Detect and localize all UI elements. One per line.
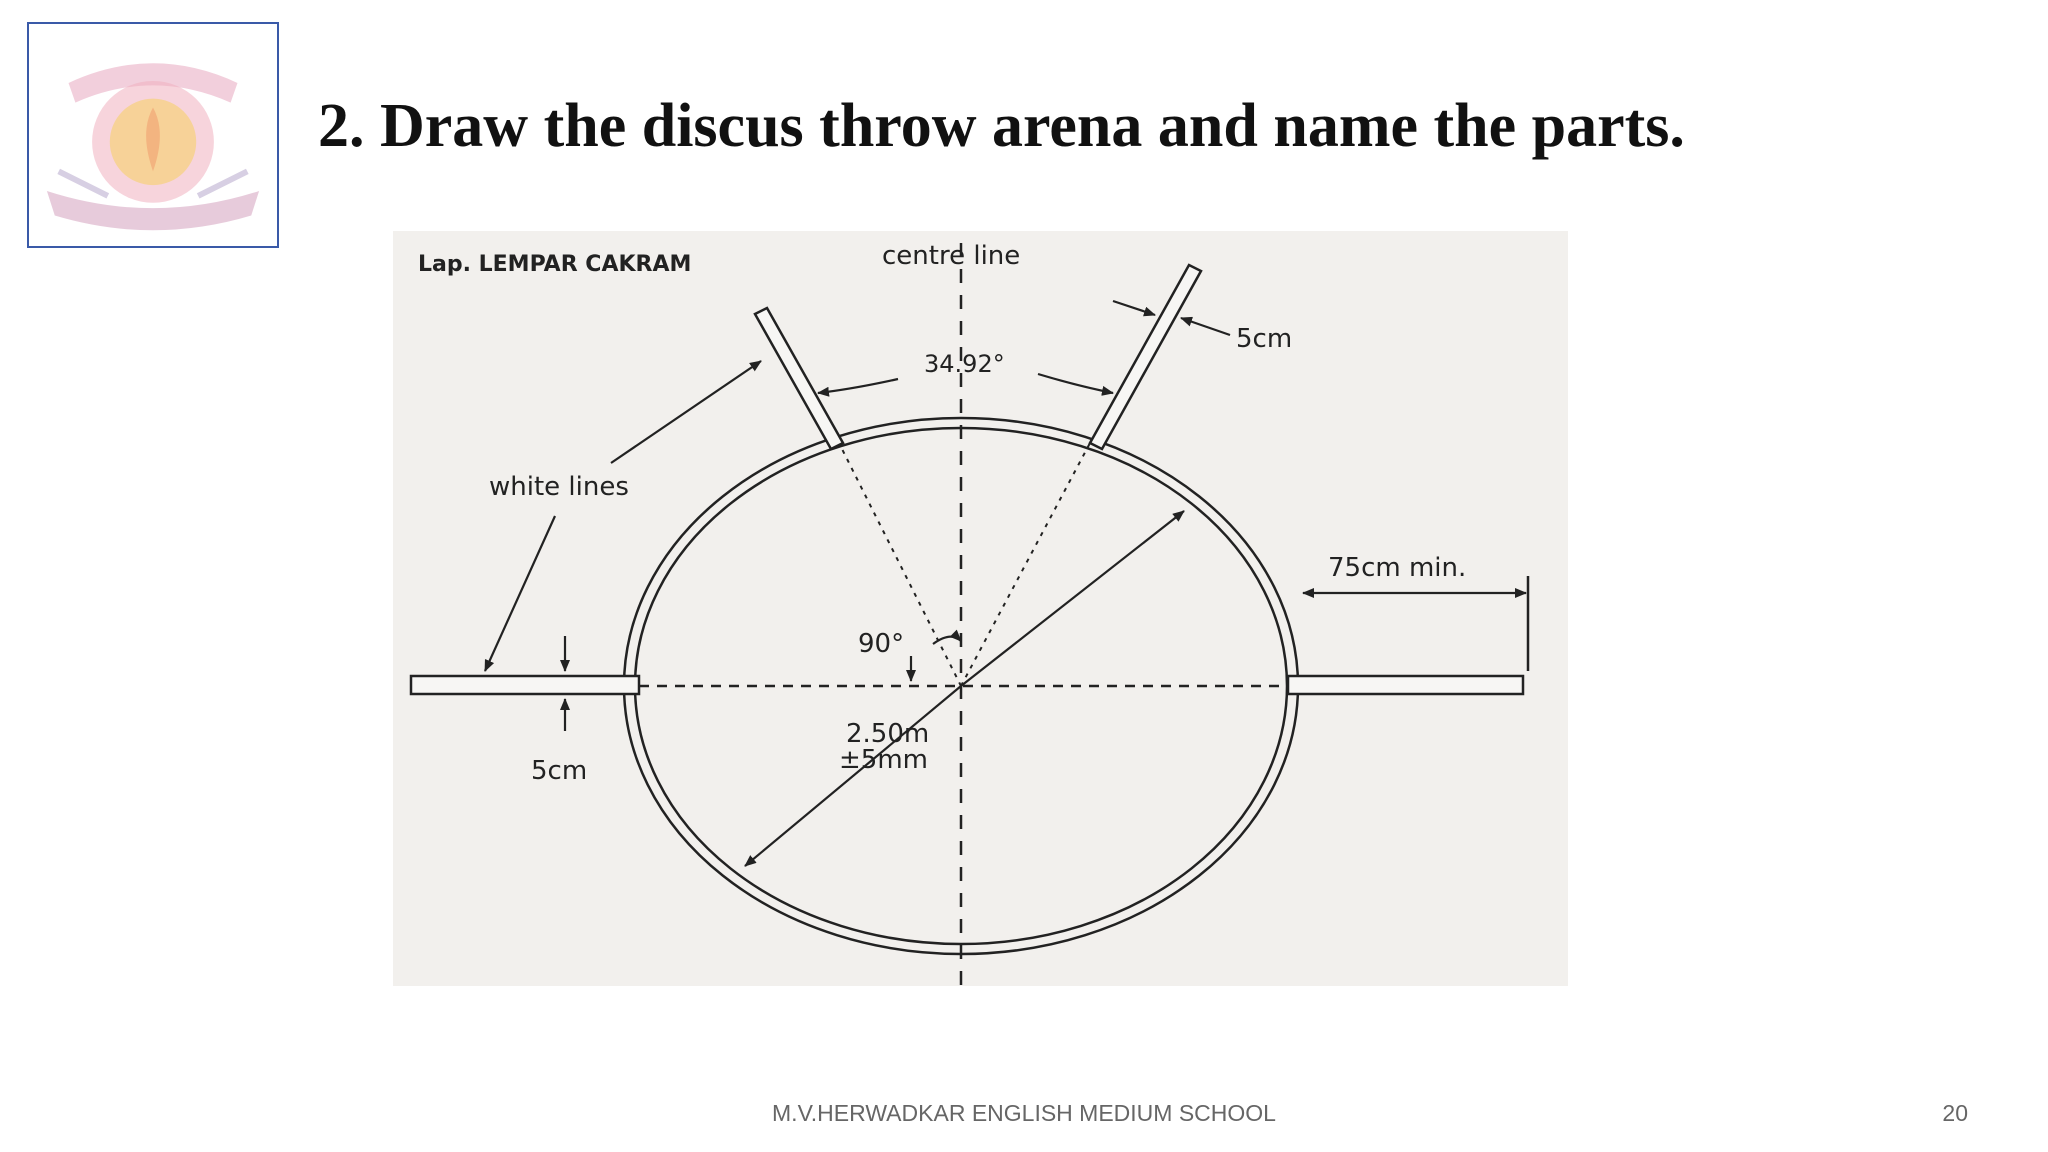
white-line-right — [1286, 674, 1525, 696]
white-line-left — [409, 674, 641, 696]
angle-arrow-left — [817, 377, 899, 397]
right-angle-label: 90° — [858, 629, 904, 659]
school-emblem-icon — [46, 63, 260, 231]
top-width-arrow-left — [1112, 299, 1156, 317]
sector-line-right — [1088, 263, 1203, 451]
line-width-side-label: 5cm — [531, 756, 587, 786]
diameter-label-line2: ±5mm — [839, 745, 928, 775]
footer-school-name: M.V.HERWADKAR ENGLISH MEDIUM SCHOOL — [772, 1100, 1276, 1126]
sector-angle-label: 34.92° — [924, 350, 1005, 378]
extension-label: 75cm min. — [1328, 553, 1466, 583]
sector-dotted-line-right — [960, 442, 1091, 687]
right-angle-arc — [932, 629, 962, 645]
page-number: 20 — [1942, 1100, 1968, 1126]
sector-line-left — [753, 306, 845, 451]
discus-arena-diagram: Lap. LEMPAR CAKRAM centre line 34.92° 5c… — [393, 231, 1568, 986]
slide-title: 2. Draw the discus throw arena and name … — [318, 92, 1685, 160]
line-width-top-label: 5cm — [1236, 324, 1292, 354]
diameter-arrow-down — [744, 685, 962, 867]
angle-arrow-right — [1037, 372, 1114, 396]
white-lines-arrow-top — [610, 360, 762, 464]
centre-line-label: centre line — [882, 241, 1020, 271]
school-logo — [27, 22, 279, 248]
diameter-arrow-up — [960, 510, 1185, 687]
white-lines-label: white lines — [489, 472, 629, 502]
diagram-caption: Lap. LEMPAR CAKRAM — [418, 252, 691, 277]
diameter-label-line1: 2.50m — [846, 719, 929, 749]
white-lines-arrow-bottom — [483, 515, 557, 672]
top-width-arrow-right — [1180, 316, 1231, 337]
